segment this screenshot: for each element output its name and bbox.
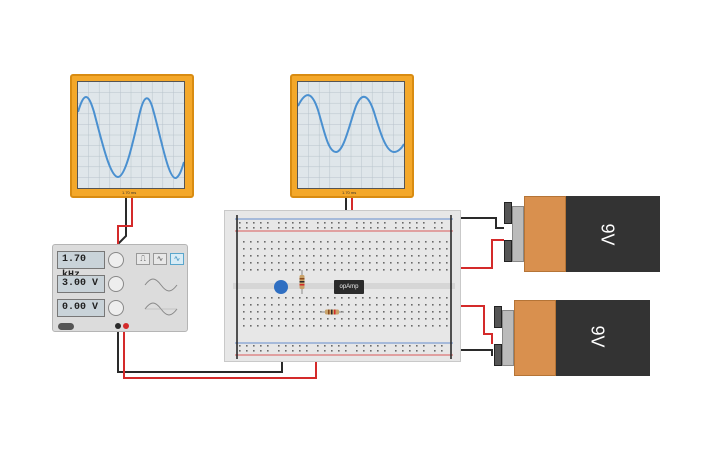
battery-bottom-terminal-red bbox=[494, 306, 502, 328]
amplitude-knob[interactable] bbox=[108, 276, 124, 292]
amplitude-wave-icon bbox=[144, 278, 178, 292]
battery-9v-top[interactable]: 9V bbox=[502, 196, 660, 272]
frequency-knob[interactable] bbox=[108, 252, 124, 268]
terminal-red[interactable] bbox=[123, 323, 129, 329]
wire-black-scope-left bbox=[117, 196, 127, 245]
battery-bottom-cap bbox=[502, 310, 514, 366]
wire-black-battery-top bbox=[444, 217, 504, 229]
function-generator[interactable]: 1.70 kHz 3.00 V 0.00 V ⎍ ∿ ∿ bbox=[52, 244, 188, 332]
frequency-display: 1.70 kHz bbox=[57, 251, 105, 281]
offset-wave-icon bbox=[144, 302, 178, 316]
terminal-black[interactable] bbox=[115, 323, 121, 329]
battery-top-cap bbox=[512, 206, 524, 262]
oscilloscope-left[interactable]: 1.70 ms bbox=[70, 74, 194, 198]
oscilloscope-right-trace bbox=[298, 82, 404, 188]
square-wave-button[interactable]: ⎍ bbox=[136, 253, 150, 265]
battery-bottom-terminal-black bbox=[494, 344, 502, 366]
battery-top-voltage-label: 9V bbox=[597, 223, 618, 246]
oscilloscope-right[interactable]: 1.70 ms bbox=[290, 74, 414, 198]
capacitor[interactable] bbox=[272, 278, 290, 296]
oscilloscope-left-screen bbox=[77, 81, 185, 189]
offset-knob[interactable] bbox=[108, 300, 124, 316]
resistor-vertical[interactable] bbox=[298, 270, 306, 294]
amplitude-display: 3.00 V bbox=[57, 275, 105, 293]
oscilloscope-left-timebase: 1.70 ms bbox=[122, 190, 137, 195]
sine-wave-button[interactable]: ∿ bbox=[170, 253, 184, 265]
oscilloscope-left-trace bbox=[78, 82, 184, 188]
battery-top-body-tan bbox=[524, 196, 566, 272]
battery-bottom-body-tan bbox=[514, 300, 556, 376]
oscilloscope-right-timebase: 1.70 ms bbox=[342, 190, 357, 195]
battery-9v-bottom[interactable]: 9V bbox=[492, 300, 650, 376]
battery-bottom-body-black bbox=[556, 300, 650, 376]
battery-top-body-black bbox=[566, 196, 660, 272]
battery-bottom-voltage-label: 9V bbox=[587, 325, 608, 348]
wire-black-battery-bottom bbox=[446, 349, 493, 356]
power-toggle[interactable] bbox=[58, 323, 74, 330]
battery-top-terminal-red bbox=[504, 240, 512, 262]
battery-top-terminal-black bbox=[504, 202, 512, 224]
opamp-chip[interactable]: opAmp bbox=[334, 280, 364, 294]
oscilloscope-right-screen bbox=[297, 81, 405, 189]
offset-display: 0.00 V bbox=[57, 299, 105, 317]
resistor-horizontal[interactable] bbox=[320, 308, 344, 316]
triangle-wave-button[interactable]: ∿ bbox=[153, 253, 167, 265]
